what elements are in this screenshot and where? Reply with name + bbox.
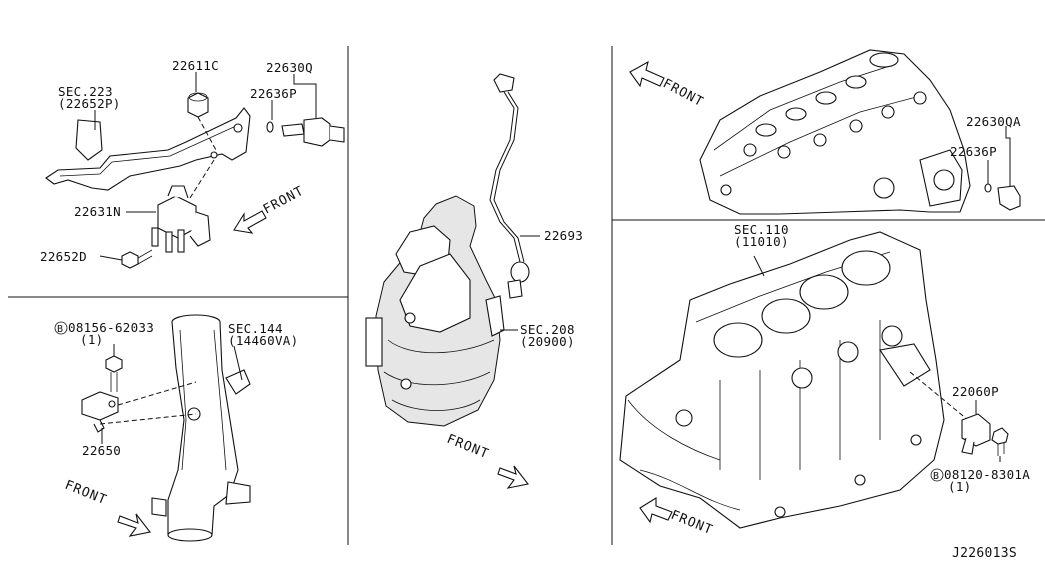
label-sec110-ref: (11010) — [734, 234, 789, 249]
catalytic-converter — [365, 195, 505, 427]
front-arrow-top-right: FRONT — [629, 60, 706, 110]
knock-sensor-22060p — [961, 413, 991, 455]
panel-middle: 22693 SEC.208 (20900) FRONT — [365, 73, 583, 489]
bracket-hole — [233, 123, 243, 133]
panel-top-right: FRONT 22630QA — [629, 49, 1021, 215]
label-sec110: SEC.110 — [734, 222, 789, 237]
label-22652d: 22652D — [40, 249, 87, 264]
label-sec144: SEC.144 — [228, 321, 283, 336]
sensor-22630qa — [984, 183, 1021, 211]
label-bolt-qty: (1) — [948, 479, 971, 494]
bolt-b-letter: B — [933, 471, 939, 482]
label-bolt-08156: 08156-62033 — [68, 320, 154, 335]
label-22693: 22693 — [544, 228, 583, 243]
sensor-bracket — [45, 107, 251, 191]
bolt-b-circle — [930, 468, 944, 482]
label-22636p-right: 22636P — [950, 144, 997, 159]
panel-bottom-right: SEC.110 (11010) 22060P B 08120-8301A (1)… — [619, 222, 1030, 538]
front-label: FRONT — [669, 508, 716, 538]
label-bolt-08120: 08120-8301A — [944, 467, 1030, 482]
front-arrow-middle: FRONT — [445, 432, 529, 489]
oxygen-sensor-22693 — [489, 73, 530, 299]
front-arrow-top-left: FRONT — [233, 184, 307, 234]
label-22611c: 22611C — [172, 58, 219, 73]
solenoid-valve-22631n — [151, 185, 211, 253]
o-ring-22636p — [984, 183, 992, 193]
label-22630qa: 22630QA — [966, 114, 1021, 129]
front-label: FRONT — [445, 432, 492, 462]
bolt-b-letter: B — [57, 324, 63, 335]
label-sec223: SEC.223 — [58, 84, 113, 99]
front-label: FRONT — [660, 76, 706, 110]
sensor-22630q — [266, 117, 345, 147]
cylinder-head — [699, 49, 971, 215]
label-bolt-qty: (1) — [80, 332, 103, 347]
label-22650: 22650 — [82, 443, 121, 458]
front-label: FRONT — [63, 478, 110, 508]
engine-block — [619, 231, 945, 529]
leaders-top-left — [94, 72, 317, 261]
label-sec223-ref: (22652P) — [58, 96, 121, 111]
bracket-hole — [210, 151, 218, 159]
front-arrow-bottom-left: FRONT — [63, 478, 151, 537]
bolt-08156-62033 — [105, 355, 123, 392]
sensor-22650 — [81, 391, 119, 433]
o-ring-22636p — [266, 121, 274, 133]
bolt-08120-8301a — [991, 427, 1009, 456]
label-sec208: SEC.208 — [520, 322, 575, 337]
panel-bottom-left: B 08156-62033 (1) SEC.144 (14460VA) 2265… — [54, 314, 298, 542]
label-22636p: 22636P — [250, 86, 297, 101]
label-22630q: 22630Q — [266, 60, 313, 75]
label-sec208-ref: (20900) — [520, 334, 575, 349]
front-label: FRONT — [261, 184, 307, 218]
panel-top-left: SEC.223 (22652P) 22611C 22630Q 22636P 22… — [40, 58, 345, 269]
bolt-22652d — [121, 249, 153, 269]
label-22631n: 22631N — [74, 204, 121, 219]
panel-dividers — [8, 46, 1045, 545]
bolt-b-circle — [54, 321, 68, 335]
diagram-id: J226013S — [952, 546, 1017, 561]
label-22060p: 22060P — [952, 384, 999, 399]
nut-22611c — [187, 92, 209, 118]
intake-duct — [151, 314, 251, 542]
knock-sensor-mount — [879, 343, 931, 387]
front-arrow-bottom-right: FRONT — [639, 497, 716, 538]
label-sec144-ref: (14460VA) — [228, 333, 298, 348]
